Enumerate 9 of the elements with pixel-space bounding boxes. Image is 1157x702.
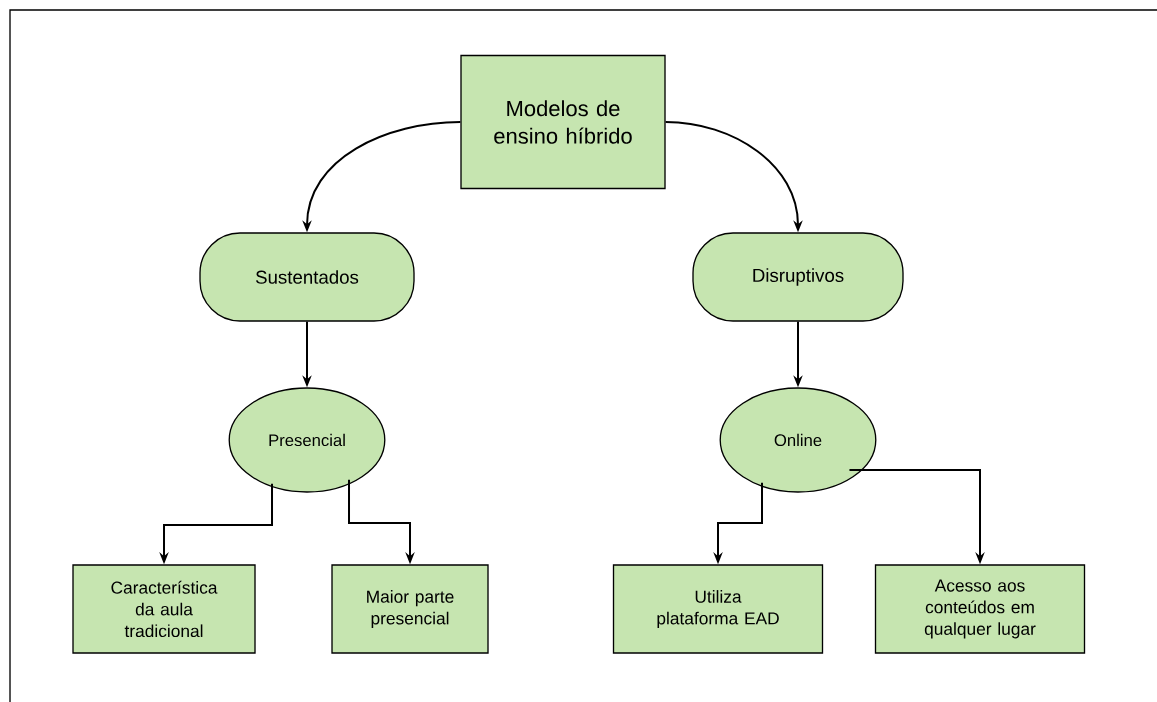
process-box: Característica da aula tradicional [72,564,256,654]
process-box: Maior parte presencial [331,564,489,654]
process-box: Utiliza plataforma EAD [612,564,824,654]
ellipse-node: Online [719,387,877,493]
title-box: Modelos de ensino híbrido [460,54,666,190]
rounded-box: Sustentados [199,232,415,322]
ellipse-node: Presencial [228,387,386,493]
process-box: Acesso aos conteúdos em qualquer lugar [874,564,1086,654]
rounded-box: Disruptivos [692,232,904,322]
